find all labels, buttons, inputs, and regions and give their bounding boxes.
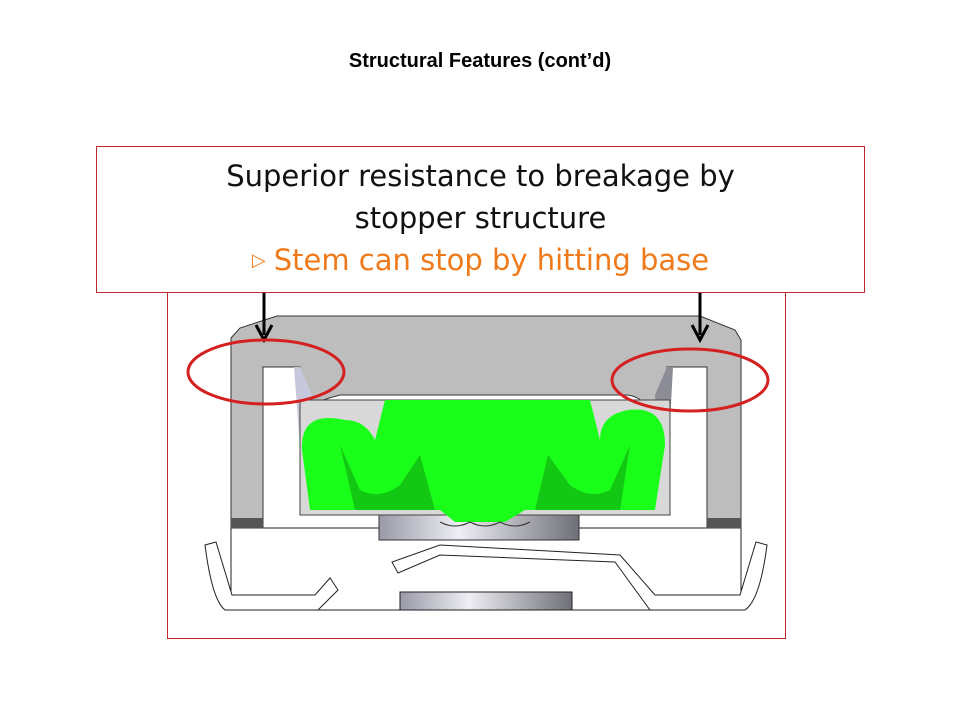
triangle-bullet-icon: ▷ [251,250,266,271]
right-arrow-icon [690,292,710,344]
left-highlight-ellipse [186,338,346,406]
right-dark-band [707,518,741,528]
callout-box: Superior resistance to breakage by stopp… [96,146,865,293]
right-terminal [391,541,768,611]
callout-highlight-text: Stem can stop by hitting base [273,243,710,277]
stem-shadow [340,445,630,510]
callout-line-2: stopper structure [354,201,607,235]
spring [439,521,531,527]
left-terminal [204,541,339,611]
spring-seat [378,514,580,541]
bottom-contact [399,591,573,611]
right-highlight-ellipse [610,347,770,413]
left-dark-band [231,518,263,528]
slide-title: Structural Features (cont’d) [348,50,612,72]
callout-highlight-line: ▷ Stem can stop by hitting base [97,239,864,282]
callout-line-1: Superior resistance to breakage by [226,159,735,193]
